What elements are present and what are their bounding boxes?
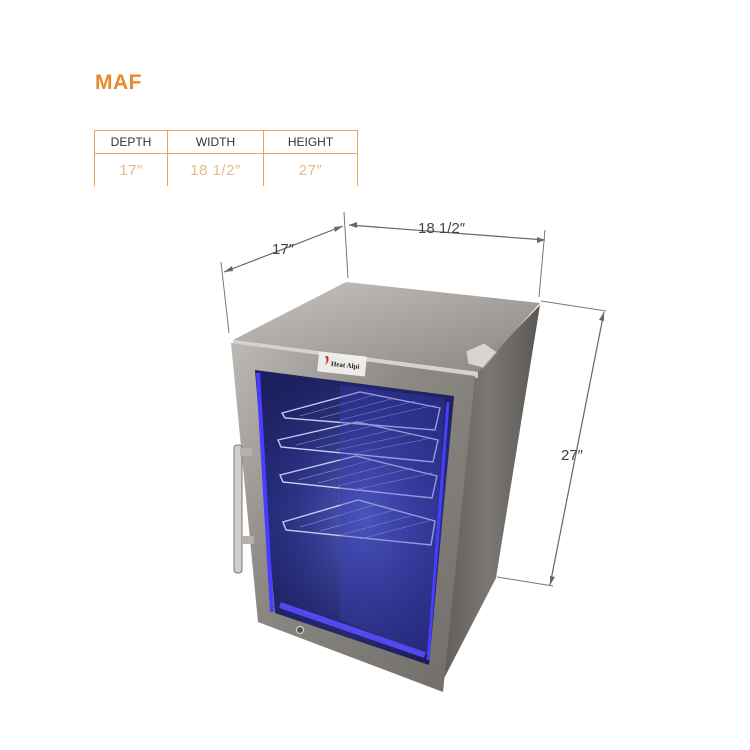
- height-dimension: 27″: [496, 300, 607, 587]
- value-depth: 17″: [94, 153, 168, 186]
- table-value-row: 17″ 18 1/2″ 27″: [94, 153, 358, 186]
- fridge-side-panel: [438, 305, 540, 690]
- fridge: Heat Alpi: [231, 282, 540, 692]
- value-height: 27″: [263, 153, 358, 186]
- wire-shelves: [277, 391, 441, 546]
- table-header-row: DEPTH WIDTH HEIGHT: [94, 130, 358, 154]
- dimensions-table: DEPTH WIDTH HEIGHT 17″ 18 1/2″ 27″: [94, 130, 358, 186]
- lock-icon: [296, 626, 304, 634]
- shelf-wires: [295, 394, 436, 540]
- depth-label: 17″: [272, 241, 295, 258]
- width-dimension: 18 1/2″: [348, 220, 546, 298]
- svg-text:Heat Alpi: Heat Alpi: [331, 360, 360, 371]
- flame-icon: [325, 356, 329, 365]
- header-height: HEIGHT: [263, 130, 358, 154]
- height-label: 27″: [561, 447, 584, 464]
- handle-mount-top: [240, 448, 252, 456]
- depth-dimension: 17″: [220, 211, 349, 334]
- brand-logo: Heat Alpi: [317, 351, 367, 377]
- header-width: WIDTH: [167, 130, 264, 154]
- led-strip-bottom: [279, 602, 426, 658]
- model-title: MAF: [95, 71, 142, 94]
- led-strip-left: [256, 372, 274, 613]
- led-strip-right: [426, 401, 450, 661]
- header-depth: DEPTH: [94, 130, 168, 154]
- width-label: 18 1/2″: [418, 220, 466, 237]
- fridge-top: [233, 282, 540, 372]
- value-width: 18 1/2″: [167, 153, 264, 186]
- door-handle[interactable]: [233, 444, 243, 574]
- hinge: [465, 342, 498, 369]
- handle-mount-bottom: [242, 536, 254, 544]
